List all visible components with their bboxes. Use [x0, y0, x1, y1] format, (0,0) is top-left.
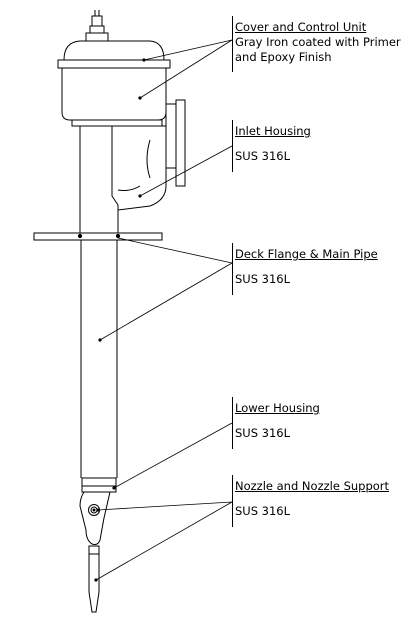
main-pipe	[80, 240, 118, 478]
part-title: Lower Housing	[235, 401, 320, 415]
cover-and-control-unit	[57, 40, 171, 127]
part-title: Inlet Housing	[235, 124, 311, 138]
label-cover-and-control-unit: Cover and Control Unit Gray Iron coated …	[235, 20, 401, 65]
inlet-housing	[79, 99, 186, 226]
part-material: SUS 316L	[235, 426, 291, 440]
label-rule-flange	[232, 243, 233, 295]
part-material: SUS 316L	[235, 504, 291, 518]
deck-flange	[33, 232, 163, 241]
label-nozzle-and-nozzle-support: Nozzle and Nozzle Support SUS 316L	[235, 479, 389, 519]
top-fitting	[85, 10, 109, 42]
label-rule-nozzle	[232, 475, 233, 527]
nozzle	[88, 545, 100, 613]
part-title: Deck Flange & Main Pipe	[235, 247, 378, 261]
part-material: Gray Iron coated with Primer	[235, 35, 401, 49]
nozzle-support	[79, 491, 111, 545]
part-material: and Epoxy Finish	[235, 50, 332, 64]
label-lower-housing: Lower Housing SUS 316L	[235, 401, 320, 441]
label-deck-flange-main-pipe: Deck Flange & Main Pipe SUS 316L	[235, 247, 378, 287]
label-inlet-housing: Inlet Housing SUS 316L	[235, 124, 311, 164]
label-rule-lower	[232, 397, 233, 449]
label-rule-inlet	[232, 120, 233, 172]
part-material: SUS 316L	[235, 149, 291, 163]
part-material: SUS 316L	[235, 272, 291, 286]
lower-housing	[81, 477, 117, 493]
label-rule-cover	[232, 16, 233, 72]
part-title: Nozzle and Nozzle Support	[235, 479, 390, 493]
leader-lines	[95, 39, 233, 581]
part-title: Cover and Control Unit	[235, 20, 367, 34]
